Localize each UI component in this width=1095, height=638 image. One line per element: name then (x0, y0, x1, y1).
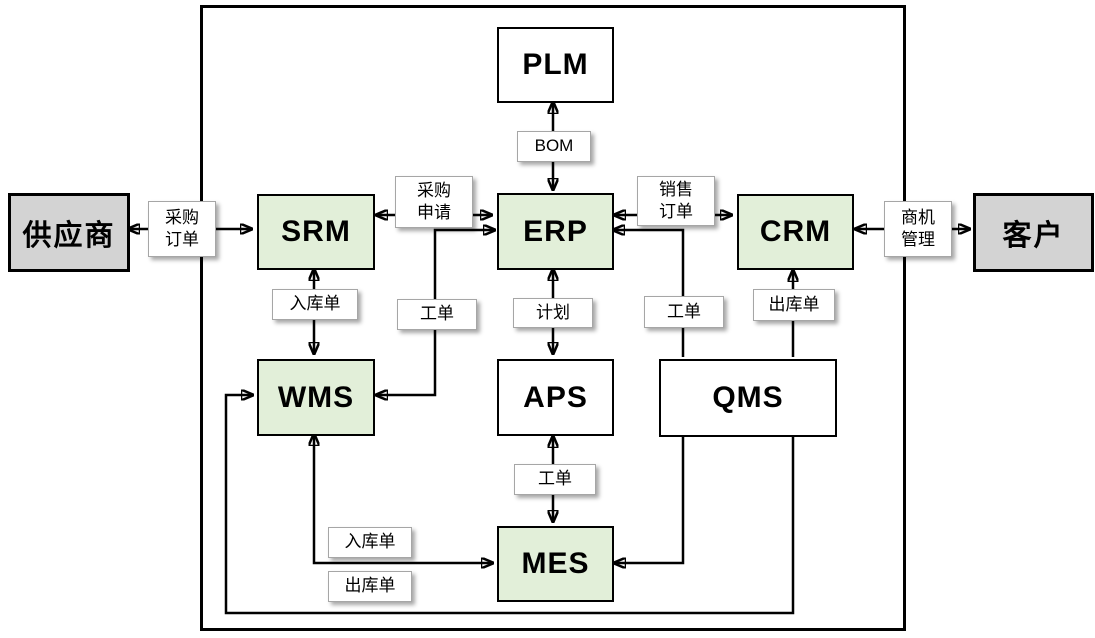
node-plm: PLM (497, 27, 614, 103)
node-supplier: 供应商 (8, 193, 130, 272)
edge-label-plan: 计划 (513, 298, 593, 328)
edge-label-purchase-order: 采购 订单 (148, 201, 216, 257)
edge-label-outbound-wms-mes: 出库单 (328, 571, 412, 602)
edge-wms-mes-inout (314, 433, 494, 563)
edge-label-workorder-erp-mes: 工单 (644, 296, 724, 328)
node-qms: QMS (659, 359, 837, 437)
edge-label-purchase-request: 采购 申请 (395, 176, 473, 228)
node-mes: MES (497, 526, 614, 602)
edge-label-workorder-erp-wms: 工单 (397, 299, 477, 330)
edge-erp-qms-workorder (612, 230, 685, 357)
node-customer: 客户 (973, 193, 1094, 272)
node-wms: WMS (257, 359, 375, 436)
edge-label-inbound-srm-wms: 入库单 (272, 289, 358, 320)
edge-label-opportunity-mgmt: 商机 管理 (884, 201, 952, 257)
node-erp: ERP (497, 193, 614, 270)
node-srm: SRM (257, 194, 375, 270)
edge-label-workorder-aps-mes: 工单 (514, 464, 596, 495)
edge-qms-mes-workorder (613, 435, 685, 563)
edge-label-bom: BOM (517, 131, 591, 162)
edge-label-sales-order: 销售 订单 (637, 176, 715, 226)
edge-label-inbound-wms-mes: 入库单 (328, 527, 412, 558)
edge-label-outbound-crm: 出库单 (753, 289, 835, 321)
edge-qms-wms-outbound (224, 395, 795, 615)
system-boundary-frame (200, 5, 906, 631)
node-aps: APS (497, 359, 614, 436)
node-crm: CRM (737, 194, 854, 270)
